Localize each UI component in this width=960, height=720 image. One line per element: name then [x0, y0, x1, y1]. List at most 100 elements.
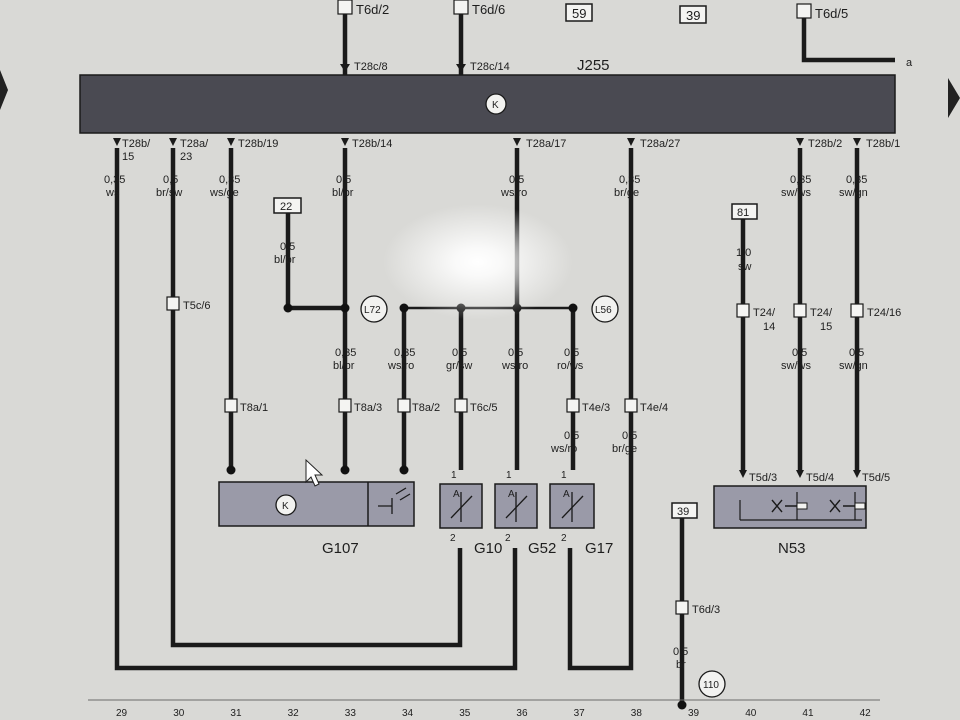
label-n53: N53 — [778, 540, 806, 557]
footer-column-number: 42 — [860, 708, 872, 719]
splice-l72-label: L72 — [364, 305, 381, 316]
wire-color: ws — [105, 187, 120, 199]
connector-t4e-3: T4e/3 — [582, 402, 610, 414]
wire-size: 0,5 — [452, 347, 467, 359]
wire-size: 0,5 — [622, 430, 637, 442]
connector-icon — [793, 303, 807, 318]
n53-connectors: T5d/3 T5d/4 T5d/5 — [739, 470, 890, 484]
footer-column-number: 31 — [230, 708, 242, 719]
label-a: A — [508, 489, 515, 500]
connector-t5c-6: T5c/6 — [183, 300, 211, 312]
pin-2: 2 — [505, 533, 511, 544]
connector-t6c-5: T6c/5 — [470, 402, 498, 414]
wire-size: 0,5 — [336, 174, 351, 186]
wire-color: br/sw — [156, 187, 182, 199]
connector-t5d-4: T5d/4 — [806, 472, 834, 484]
ref-box-22-label: 22 — [280, 201, 292, 213]
wire-color: ws/ro — [500, 187, 527, 199]
wire-color: ro/ws — [557, 360, 584, 372]
connector-icon — [224, 398, 238, 413]
pin-2: 2 — [561, 533, 567, 544]
ref-box-39-bottom — [671, 502, 698, 519]
ref-box-22 — [273, 197, 302, 214]
component-n53: N53 — [713, 485, 867, 557]
pin-t28b-14: T28b/14 — [352, 138, 392, 150]
ref-box-39 — [679, 5, 707, 24]
wire-size: 0,35 — [394, 347, 415, 359]
splice-l56 — [591, 295, 619, 323]
next-page-arrow-icon[interactable] — [948, 78, 960, 118]
label-a: A — [453, 489, 460, 500]
connector-t24-15-num: 15 — [820, 321, 832, 333]
variable-resistor-icon — [450, 495, 473, 519]
footer-column-number: 37 — [574, 708, 586, 719]
wire-color: ws/ge — [209, 187, 239, 199]
wire-color: ws/ro — [501, 360, 528, 372]
ref-box-81-label: 81 — [737, 207, 749, 219]
component-g107: K G107 — [218, 481, 415, 557]
wire-size: 0,5 — [849, 347, 864, 359]
pin-t28b-15-num: 15 — [122, 151, 134, 163]
prev-page-arrow-icon[interactable] — [0, 70, 8, 110]
pin-t28b-1: T28b/1 — [866, 138, 900, 150]
wire-color: sw/gn — [839, 187, 868, 199]
connector-icon — [566, 398, 580, 413]
pin-t28a-23-num: 23 — [180, 151, 192, 163]
valve-icon — [829, 499, 855, 513]
footer-column-number: 40 — [745, 708, 757, 719]
label-a: A — [563, 489, 570, 500]
ground-point-110-label: 110 — [703, 680, 719, 691]
connector-icon — [338, 398, 352, 413]
pin-t28a-17: T28a/17 — [526, 138, 566, 150]
wire-labels-upper: 0,35 ws 0,5 br/sw 0,35 ws/ge 0,5 bl/br 0… — [104, 174, 868, 199]
connector-icon — [850, 303, 864, 318]
wire-color: br — [676, 659, 686, 671]
footer-column-number: 33 — [345, 708, 357, 719]
wire-color: bl/br — [333, 360, 355, 372]
connector-icon — [675, 600, 689, 615]
top-connectors: T6d/2 T6d/6 59 39 T6d/5 a T28c/8 T28c/14… — [337, 0, 913, 75]
pin-t28c-8: T28c/8 — [354, 61, 388, 73]
pin-t28b-19: T28b/19 — [238, 138, 278, 150]
wire-color: sw/ws — [781, 360, 811, 372]
label-g107: G107 — [322, 540, 359, 557]
label-g52: G52 — [528, 540, 556, 557]
connector-t8a-2: T8a/2 — [412, 402, 440, 414]
footer-column-number: 41 — [802, 708, 814, 719]
wire-color: sw/gn — [839, 360, 868, 372]
connector-t8a-1: T8a/1 — [240, 402, 268, 414]
ref-box-59-label: 59 — [572, 6, 586, 21]
wire-color: br/ge — [614, 187, 639, 199]
valve-icon — [771, 499, 797, 513]
variable-resistor-icon — [561, 495, 584, 519]
bar-pins: T28b/ 15 T28a/ 23 T28b/19 T28b/14 T28a/1… — [113, 138, 900, 163]
wire-color: sw/ws — [781, 187, 811, 199]
connector-icon — [337, 0, 353, 15]
wires — [114, 148, 860, 705]
pin-t28b-2: T28b/2 — [808, 138, 842, 150]
splice-l56-label: L56 — [595, 305, 612, 316]
wire-size: 0,5 — [163, 174, 178, 186]
screen-glare — [383, 204, 573, 320]
ref-box-59 — [565, 3, 593, 22]
wire-size: 0,35 — [335, 347, 356, 359]
label-g10: G10 — [474, 540, 502, 557]
wire-size: 0,35 — [790, 174, 811, 186]
pin-t28b-15: T28b/ — [122, 138, 151, 150]
connector-t8a-3: T8a/3 — [354, 402, 382, 414]
wire-size: 0,35 — [846, 174, 867, 186]
footer-column-number: 32 — [288, 708, 300, 719]
wire-size: 0,5 — [509, 174, 524, 186]
wire-size: 0,35 — [619, 174, 640, 186]
wire-color: ws/ro — [387, 360, 414, 372]
component-connectors: T8a/1 T8a/3 T8a/2 T6c/5 T4e/3 T4e/4 0,5 … — [224, 398, 668, 455]
label-g17: G17 — [585, 540, 613, 557]
connector-icon — [736, 303, 750, 318]
label-j255: J255 — [577, 57, 610, 74]
wire-color: br/ge — [612, 443, 637, 455]
connector-t24-16: T24/16 — [867, 307, 901, 319]
pin-t28c-14: T28c/14 — [470, 61, 510, 73]
wire-size: 0,5 — [508, 347, 523, 359]
connector-icon — [454, 398, 468, 413]
